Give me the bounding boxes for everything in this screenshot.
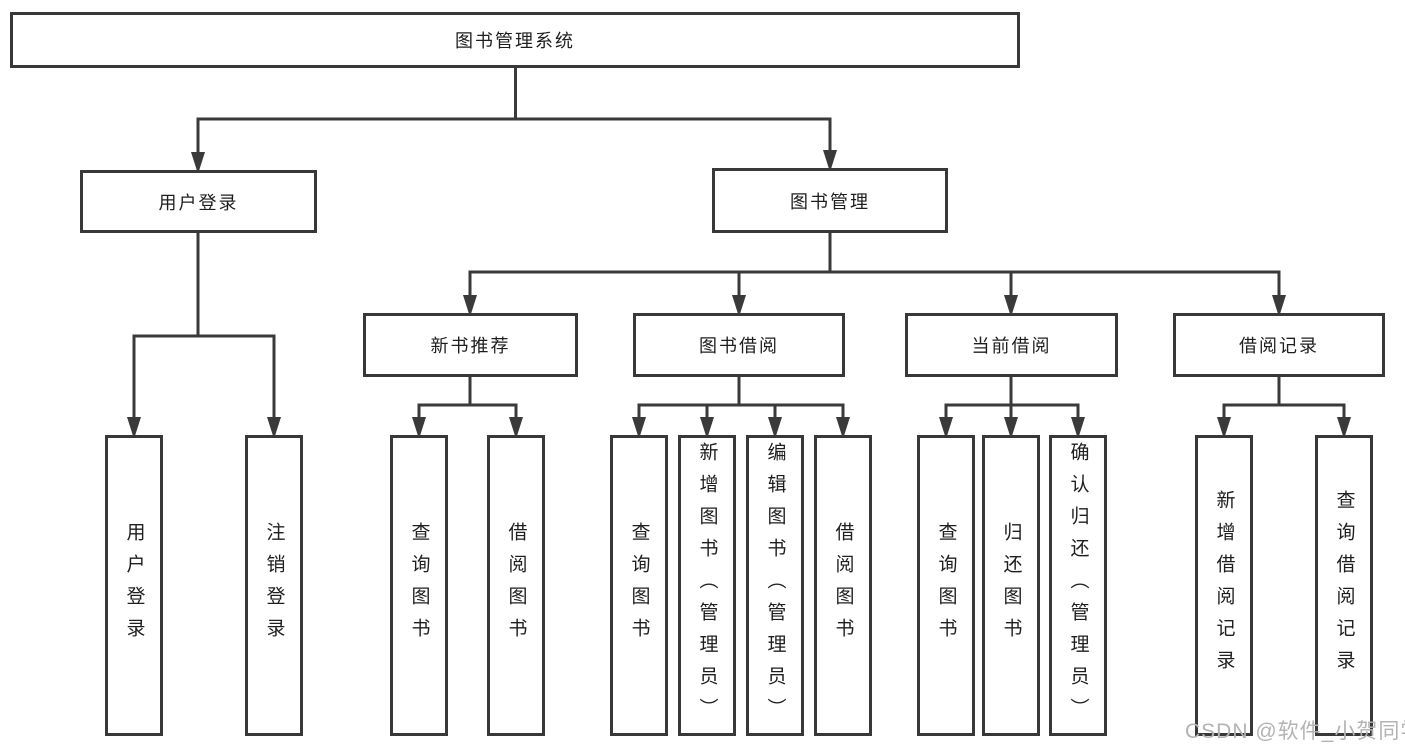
leaf-query-books-recommend: 查询图书: [390, 435, 448, 736]
node-label: 用户登录: [158, 192, 239, 213]
node-label: 借阅记录: [1239, 336, 1319, 356]
arrowhead: [1337, 417, 1351, 439]
edge-book-borrow-to-leaves: [637, 377, 845, 423]
leaf-label: 查询图书: [408, 521, 430, 650]
node-label: 当前借阅: [971, 336, 1052, 356]
arrowhead: [267, 417, 281, 439]
leaf-label: 注销登录: [263, 521, 285, 650]
arrowhead: [700, 417, 714, 439]
node-label: 图书管理: [790, 191, 870, 212]
arrowhead: [1004, 295, 1018, 317]
leaf-label: 编辑图书（管理员）: [764, 441, 786, 730]
arrowhead: [1071, 417, 1085, 439]
arrowhead: [823, 150, 837, 172]
leaf-logout: 注销登录: [245, 435, 303, 736]
arrowhead: [939, 417, 953, 439]
arrowhead: [632, 417, 646, 439]
leaf-label: 新增借阅记录: [1213, 489, 1235, 682]
leaf-label: 归还图书: [1000, 521, 1022, 650]
leaf-user-login: 用户登录: [105, 435, 163, 736]
node-label: 新书推荐: [430, 336, 511, 356]
arrowhead: [412, 417, 426, 439]
leaf-query-books-current: 查询图书: [917, 435, 975, 736]
connector-arrowheads: [127, 150, 1351, 439]
connector-edges: [132, 68, 1346, 423]
arrowhead: [1004, 417, 1018, 439]
node-borrow-records: 借阅记录: [1173, 313, 1385, 377]
leaf-return-books: 归还图书: [982, 435, 1040, 736]
leaf-label: 新增图书（管理员）: [696, 441, 718, 730]
node-root-library-management-system: 图书管理系统: [10, 12, 1020, 68]
leaf-borrow-books-recommend: 借阅图书: [487, 435, 545, 736]
leaf-add-book-admin: 新增图书（管理员）: [678, 435, 736, 736]
node-book-borrow: 图书借阅: [633, 313, 845, 377]
edge-root-to-level2: [196, 68, 832, 158]
arrowhead: [836, 417, 850, 439]
edge-user-login-to-leaves: [132, 233, 276, 423]
leaf-query-borrow-record: 查询借阅记录: [1315, 435, 1373, 736]
leaf-confirm-return-admin: 确认归还（管理员）: [1049, 435, 1107, 736]
leaf-label: 用户登录: [123, 521, 145, 650]
leaf-borrow-books: 借阅图书: [814, 435, 872, 736]
node-user-login: 用户登录: [80, 170, 317, 233]
leaf-add-borrow-record: 新增借阅记录: [1195, 435, 1253, 736]
arrowhead: [127, 417, 141, 439]
leaf-query-books-borrow: 查询图书: [610, 435, 668, 736]
leaf-label: 查询图书: [935, 521, 957, 650]
node-book-management: 图书管理: [712, 168, 948, 233]
arrowhead: [1272, 295, 1286, 317]
leaf-edit-book-admin: 编辑图书（管理员）: [746, 435, 804, 736]
node-new-book-recommend: 新书推荐: [363, 313, 578, 377]
edge-book-mgmt-to-level3: [468, 233, 1281, 301]
node-current-borrow: 当前借阅: [905, 313, 1118, 377]
edge-new-book-to-leaves: [417, 377, 518, 423]
arrowhead: [191, 152, 205, 174]
leaf-label: 借阅图书: [505, 521, 527, 650]
csdn-watermark: CSDN @软件_小贺同学: [1185, 720, 1405, 743]
leaf-label: 查询借阅记录: [1333, 489, 1355, 682]
arrowhead: [732, 295, 746, 317]
edge-borrow-record-to-leaves: [1222, 377, 1346, 423]
arrowhead: [463, 295, 477, 317]
node-label: 图书管理系统: [455, 31, 575, 51]
leaf-label: 查询图书: [628, 521, 650, 650]
leaf-label: 借阅图书: [832, 521, 854, 650]
arrowhead: [1217, 417, 1231, 439]
leaf-label: 确认归还（管理员）: [1067, 441, 1089, 730]
arrowhead: [509, 417, 523, 439]
edge-current-borrow-to-leaves: [944, 377, 1080, 423]
arrowhead: [768, 417, 782, 439]
node-label: 图书借阅: [699, 336, 779, 356]
